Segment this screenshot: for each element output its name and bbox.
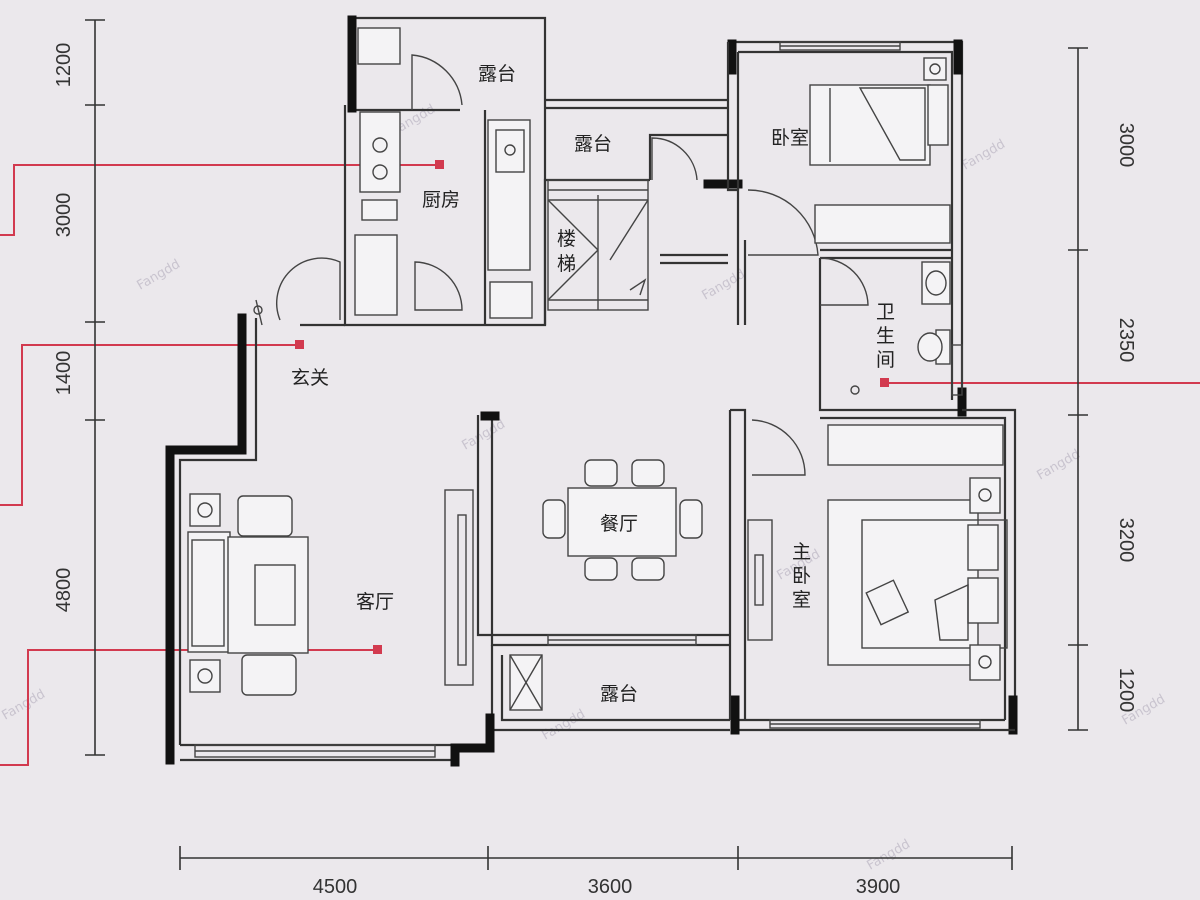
dimension-left: 1200 3000 1400 4800 xyxy=(53,19,105,756)
label-stair-2: 梯 xyxy=(557,253,576,275)
dining-table xyxy=(567,487,677,557)
room-labels: 露台 露台 厨房 楼 梯 卧室 卫 生 间 玄关 餐厅 客厅 主 卧 室 露台 xyxy=(291,63,895,705)
dim-right-4: 1200 xyxy=(1115,668,1137,713)
watermark: Fangdd xyxy=(1035,447,1083,484)
dim-right-2: 2350 xyxy=(1115,318,1137,363)
door-kitchen-balcony xyxy=(411,54,463,110)
bed xyxy=(809,84,931,166)
leader-marker xyxy=(373,645,382,654)
watermark: Fangdd xyxy=(0,687,48,724)
leader-line-kitchen xyxy=(0,164,440,236)
bathroom-fixtures xyxy=(850,261,951,395)
door-bath xyxy=(819,257,869,306)
label-stair-1: 楼 xyxy=(557,228,576,250)
wardrobe xyxy=(814,204,951,244)
door-stair-balcony xyxy=(651,137,698,181)
label-foyer: 玄关 xyxy=(291,367,329,389)
master-fixtures xyxy=(827,424,1008,681)
kitchen-fixtures xyxy=(354,27,533,319)
label-master-2: 卧 xyxy=(792,565,811,587)
label-kitchen: 厨房 xyxy=(422,189,460,211)
bedroom-fixtures xyxy=(809,57,951,244)
leader-marker xyxy=(435,160,444,169)
dim-left-4: 4800 xyxy=(53,568,75,613)
dim-left-1: 1200 xyxy=(53,43,75,88)
dining-fixtures xyxy=(542,459,703,581)
dim-right-1: 3000 xyxy=(1115,123,1137,168)
label-bath-1: 卫 xyxy=(876,301,895,323)
dim-bottom-2: 3600 xyxy=(588,876,633,898)
sofa xyxy=(187,531,231,653)
living-fixtures xyxy=(187,493,309,696)
label-bath-3: 间 xyxy=(876,349,895,371)
dim-right-3: 3200 xyxy=(1115,518,1137,563)
label-balcony-top: 露台 xyxy=(478,63,516,85)
balcony-fixtures xyxy=(509,654,543,711)
label-bedroom: 卧室 xyxy=(771,127,809,149)
label-balcony-mid: 露台 xyxy=(574,133,612,155)
leader-marker xyxy=(295,340,304,349)
door-entry xyxy=(276,257,341,321)
leader-line-living xyxy=(0,649,378,766)
watermark: Fangdd xyxy=(865,837,913,874)
watermark: Fangdd xyxy=(135,257,183,294)
dimension-bottom: 4500 3600 3900 xyxy=(179,846,1013,898)
label-dining: 餐厅 xyxy=(600,513,638,535)
dim-left-2: 3000 xyxy=(53,193,75,238)
door-kitchen xyxy=(414,261,463,311)
walls xyxy=(165,15,1018,767)
watermark: Fangdd xyxy=(460,417,508,454)
label-living: 客厅 xyxy=(356,591,394,613)
dim-bottom-1: 4500 xyxy=(313,876,358,898)
watermark: Fangdd xyxy=(700,267,748,304)
label-bath-2: 生 xyxy=(876,325,895,347)
dim-left-3: 1400 xyxy=(53,351,75,396)
watermark: Fangdd xyxy=(540,707,588,744)
dimension-right: 3000 2350 3200 1200 xyxy=(1068,47,1137,731)
watermark: Fangdd xyxy=(960,137,1008,174)
dim-bottom-3: 3900 xyxy=(856,876,901,898)
door-master xyxy=(751,419,806,476)
bed xyxy=(827,499,979,666)
armchair xyxy=(237,495,293,537)
leader-marker xyxy=(880,378,889,387)
armchair xyxy=(241,654,297,696)
label-master-1: 主 xyxy=(792,541,811,563)
door-bedroom xyxy=(747,189,819,256)
doors xyxy=(253,54,869,476)
windows xyxy=(194,41,981,758)
leader-line-foyer xyxy=(0,344,300,506)
label-master-3: 室 xyxy=(792,589,811,611)
staircase xyxy=(547,179,649,311)
wardrobe xyxy=(827,424,1004,466)
label-balcony-bottom: 露台 xyxy=(600,683,638,705)
coffee-table-rug xyxy=(227,536,309,654)
